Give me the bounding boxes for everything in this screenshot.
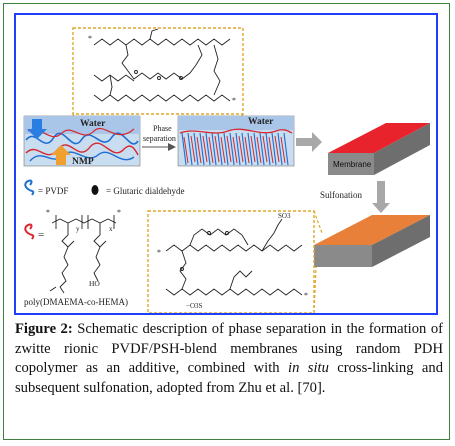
schematic-diagram: * * Water NMP Phase separati [23,27,430,313]
sulfonated-membrane-slab [314,215,430,267]
label-so3-top: SO3 [278,212,291,220]
bottom-connector-bottom [313,266,317,313]
label-membrane: Membrane [333,160,372,169]
bottom-molecule-box [147,210,315,313]
label-nmp: NMP [72,157,94,167]
bottom-molecule-star: * [157,248,161,257]
label-pvdf: = PVDF [38,186,68,196]
caption-label: Figure 2: [15,321,73,337]
top-molecule-star: * [88,34,92,43]
sulfonation-arrow-shaft [377,181,385,203]
copolymer-star-right: * [117,208,121,217]
label-sulfonation: Sulfonation [320,190,362,200]
nmp-out-arrow-icon [51,145,71,165]
figure-card: * * Water NMP Phase separati [3,3,450,440]
water-in-arrow-icon [27,119,47,139]
label-ho: HO [89,279,100,288]
bottom-connector-top [313,210,323,234]
phase-separation-arrowhead-icon [168,143,176,151]
copolymer-structure [49,215,117,294]
glutaric-legend-icon [91,185,99,195]
copolymer-x-sub: x [109,225,113,233]
figure-caption: Figure 2: Schematic description of phase… [15,320,443,398]
label-water-left: Water [80,119,106,129]
label-water-right: Water [248,117,274,127]
label-copolymer-name: poly(DMAEMA-co-HEMA) [24,297,128,307]
copolymer-y-sub: y [76,225,80,233]
sulfonation-arrowhead-icon [372,203,390,213]
caption-text-2: cross-linking and subsequent sulfonation… [15,360,443,396]
label-so3-bottom: −O3S [186,302,203,310]
copolymer-star-left: * [46,208,50,217]
top-crosslink-structure [93,28,231,102]
figure-image: * * Water NMP Phase separati [14,13,438,315]
to-membrane-arrow-icon [296,132,322,152]
label-glutaric: = Glutaric dialdehyde [106,186,185,196]
membrane-slab [328,123,430,175]
label-copolymer-eq: = [38,229,44,241]
label-phase: Phase [153,124,172,133]
label-separation: separation [143,134,176,143]
bottom-molecule-star-2: * [304,291,308,300]
top-molecule-box [72,27,244,115]
bottom-crosslink-structure [165,218,303,296]
pvdf-legend-icon [24,179,35,196]
phase-separated-panel [177,115,295,167]
copolymer-legend-icon [24,223,35,240]
caption-text-1: Schematic description of phase separatio… [15,321,443,377]
caption-italic: in situ [288,360,329,377]
solution-cast-panel [23,115,141,167]
top-molecule-star-2: * [232,96,236,105]
